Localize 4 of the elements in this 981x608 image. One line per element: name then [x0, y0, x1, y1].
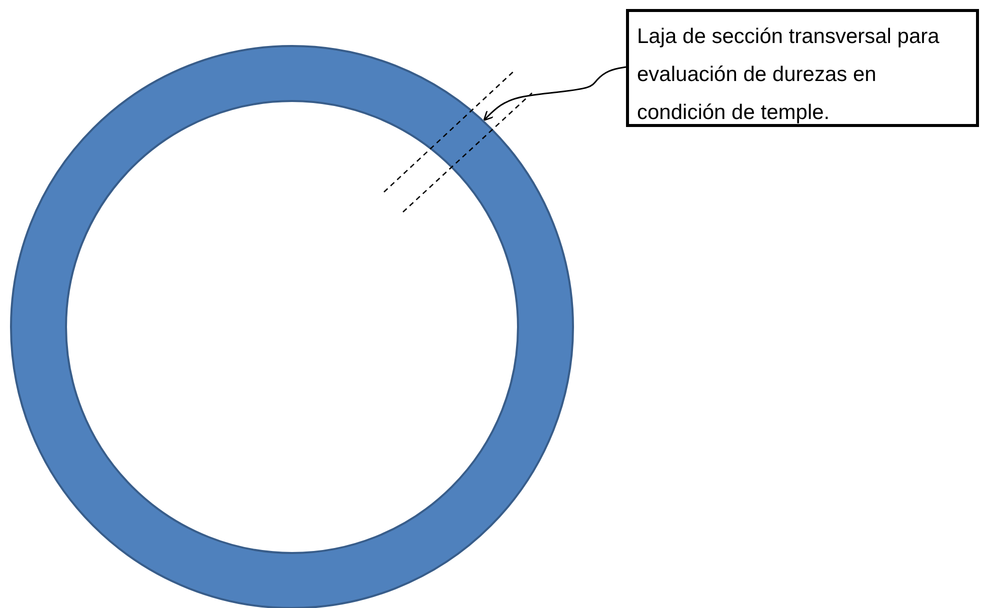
ring-drawing [10, 46, 574, 608]
callout-text: Laja de sección transversal para evaluación de durezas en condición de temple. [637, 24, 940, 126]
callout-box [626, 9, 979, 127]
leader-line [483, 66, 626, 121]
